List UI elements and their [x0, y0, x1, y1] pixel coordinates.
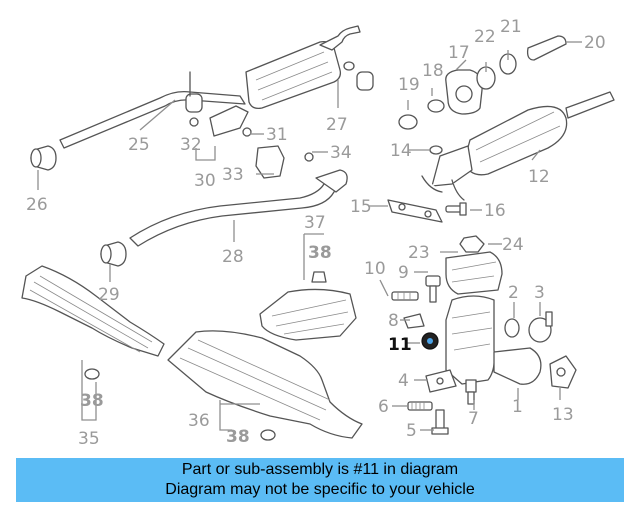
label-14: 14: [390, 141, 412, 161]
bolt-5: [431, 409, 449, 435]
bolt-16: [445, 202, 467, 216]
label-10: 10: [364, 259, 386, 279]
label-15: 15: [350, 197, 372, 217]
heat-shield-23: [445, 251, 503, 295]
label-25: 25: [128, 135, 150, 155]
label-38-middle: 38: [308, 243, 332, 263]
label-1: 1: [512, 397, 523, 417]
label-22: 22: [474, 27, 496, 47]
callout-labels: 25 26 27 32 31 30 33 34 28 29 38 35 36 3…: [26, 17, 606, 449]
gasket-14: [429, 145, 443, 155]
label-37: 37: [304, 213, 326, 233]
part-11-highlighted-nut[interactable]: [421, 332, 439, 350]
label-30: 30: [194, 171, 216, 191]
label-16: 16: [484, 201, 506, 221]
label-4: 4: [398, 371, 409, 391]
bracket-8: [403, 313, 425, 329]
label-21: 21: [500, 17, 522, 37]
label-38-bottom: 38: [226, 427, 250, 447]
label-29: 29: [98, 285, 120, 305]
label-17: 17: [448, 43, 470, 63]
label-3: 3: [534, 283, 545, 303]
label-20: 20: [584, 33, 606, 53]
label-23: 23: [408, 243, 430, 263]
bracket-assembly: [189, 105, 314, 179]
hanger-rubber-25: [185, 71, 374, 113]
label-33: 33: [222, 165, 244, 185]
info-banner: Part or sub-assembly is #11 in diagram D…: [16, 458, 624, 502]
heat-shield-35: [21, 265, 165, 380]
label-8: 8: [388, 311, 399, 331]
label-13: 13: [552, 405, 574, 425]
turbo-flange-17-22: [398, 35, 567, 130]
leader-lines: [37, 41, 582, 431]
banner-line-2: Diagram may not be specific to your vehi…: [165, 481, 475, 498]
stud-10: [391, 291, 419, 301]
catalytic-converter-12: [421, 91, 615, 201]
label-12: 12: [528, 167, 550, 187]
label-7: 7: [468, 409, 479, 429]
label-24: 24: [502, 235, 524, 255]
label-36: 36: [188, 411, 210, 431]
clamp-3: [528, 311, 553, 343]
catalytic-converter-1: [445, 295, 542, 385]
label-35: 35: [78, 429, 100, 449]
label-27: 27: [326, 115, 348, 135]
bolt-9: [425, 275, 441, 303]
bracket-15: [387, 199, 443, 223]
heat-shield-36: [167, 330, 363, 441]
heat-shield-37: [259, 271, 357, 341]
clamp-26: [30, 145, 57, 171]
nut-24: [459, 235, 485, 253]
label-18: 18: [422, 61, 444, 81]
label-5: 5: [406, 421, 417, 441]
label-38-left: 38: [80, 391, 104, 411]
label-9: 9: [398, 263, 409, 283]
label-2: 2: [508, 283, 519, 303]
stud-6: [407, 401, 433, 411]
gasket-2: [504, 318, 520, 338]
label-31: 31: [266, 125, 288, 145]
bracket-4: [425, 369, 457, 393]
rear-muffler-assembly: [59, 25, 361, 149]
label-19: 19: [398, 75, 420, 95]
label-34: 34: [330, 143, 352, 163]
label-26: 26: [26, 195, 48, 215]
label-6: 6: [378, 397, 389, 417]
banner-line-1: Part or sub-assembly is #11 in diagram: [181, 461, 459, 478]
label-32: 32: [180, 135, 202, 155]
label-28: 28: [222, 247, 244, 267]
intermediate-pipe-28: [100, 169, 348, 267]
flange-13: [549, 355, 577, 389]
label-11: 11: [388, 335, 412, 355]
